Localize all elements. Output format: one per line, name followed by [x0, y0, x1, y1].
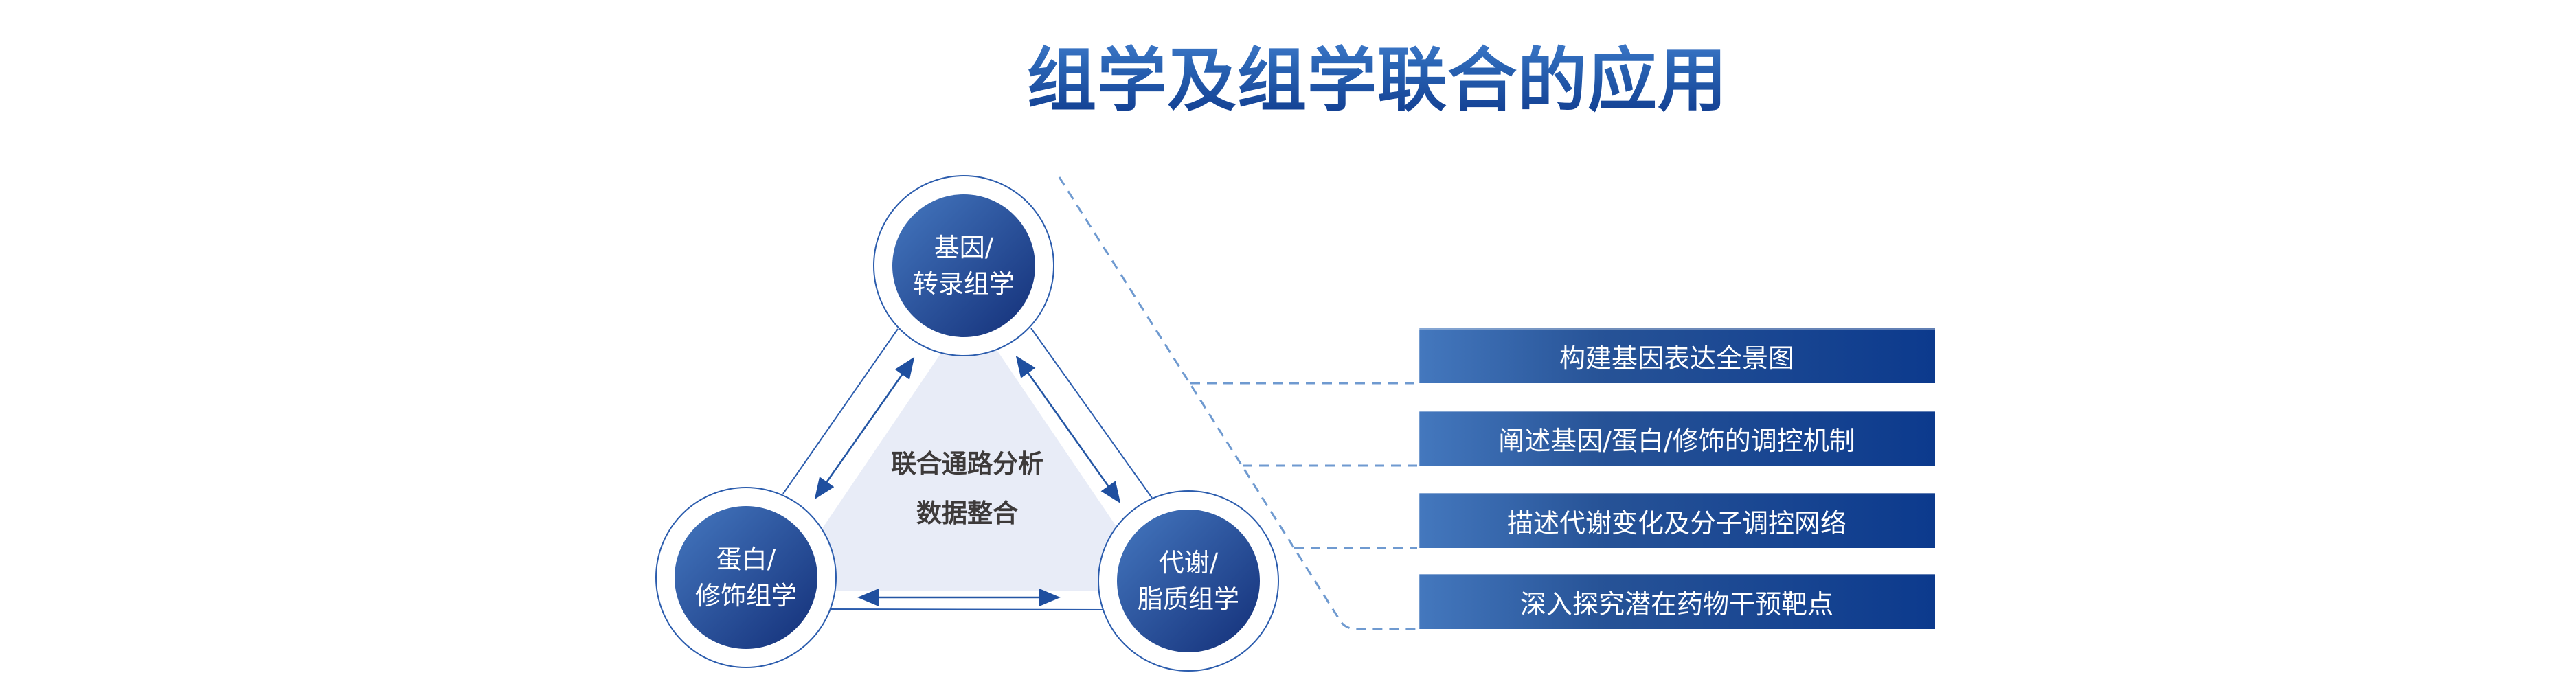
application-bar-label: 阐述基因/蛋白/修饰的调控机制: [1498, 425, 1855, 456]
node-label-line: 脂质组学: [1138, 584, 1239, 614]
application-bar-label: 深入探究潜在药物干预靶点: [1519, 589, 1833, 619]
application-bar-2: 阐述基因/蛋白/修饰的调控机制: [1419, 411, 1935, 466]
center-label-line2: 数据整合: [916, 499, 1018, 528]
node-protein-modification-circle: [655, 487, 837, 668]
bidirectional-arrow-icon: [814, 355, 1121, 606]
node-label-line: 蛋白/: [716, 545, 776, 574]
node-label-line: 基因/: [934, 233, 994, 262]
node-label-protein-modification: 蛋白/ 修饰组学: [643, 523, 849, 632]
application-bar-label: 描述代谢变化及分子调控网络: [1506, 507, 1846, 538]
application-bar-label: 构建基因表达全景图: [1559, 343, 1794, 374]
dashed-connector-line: [1058, 176, 1417, 630]
node-label-gene-transcriptomics: 基因/ 转录组学: [861, 211, 1067, 321]
page-title: 组学及组学联合的应用: [955, 25, 1800, 121]
application-bar-3: 描述代谢变化及分子调控网络: [1419, 493, 1935, 548]
node-metabolism-lipidomics-circle: [1098, 490, 1279, 672]
application-bar-4: 深入探究潜在药物干预靶点: [1419, 574, 1935, 629]
center-label-line1: 联合通路分析: [891, 449, 1043, 479]
center-label: 联合通路分析 数据整合: [795, 439, 1139, 538]
node-label-line: 修饰组学: [695, 581, 797, 610]
node-gene-transcriptomics-circle: [873, 175, 1054, 356]
node-label-line: 转录组学: [913, 269, 1015, 299]
node-label-line: 代谢/: [1158, 548, 1219, 578]
application-bar-1: 构建基因表达全景图: [1419, 328, 1935, 383]
node-label-metabolism-lipidomics: 代谢/ 脂质组学: [1085, 526, 1291, 636]
